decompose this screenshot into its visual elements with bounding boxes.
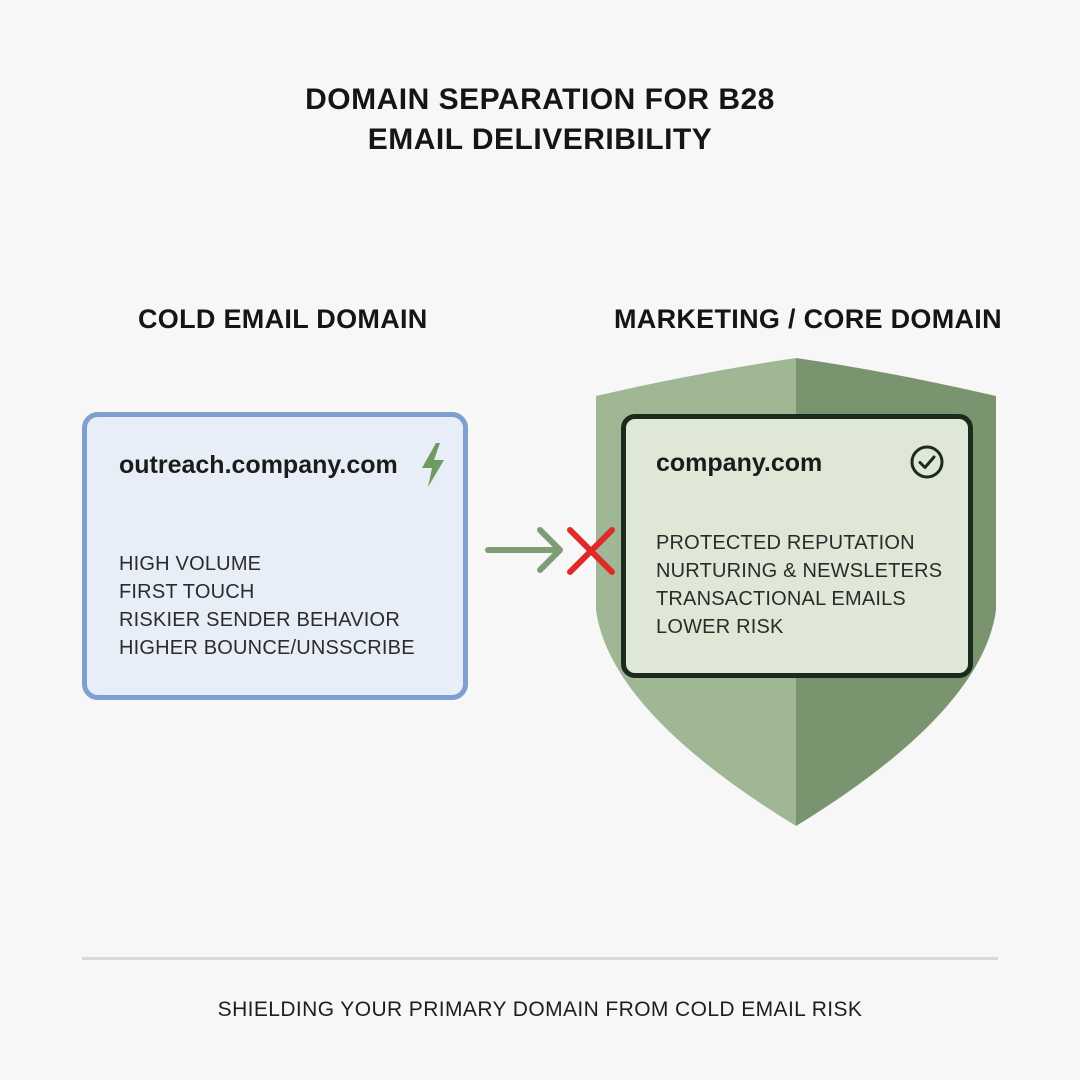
core-domain-traits: PROTECTED REPUTATION NURTURING & NEWSLET… <box>656 529 942 641</box>
list-item: LOWER RISK <box>656 616 784 638</box>
title-line-2: EMAIL DELIVERIBILITY <box>367 123 713 156</box>
cold-domain-name: outreach.company.com <box>119 451 398 479</box>
title-line-1: DOMAIN SEPARATION FOR B28 <box>305 83 775 116</box>
cold-domain-traits: HIGH VOLUME FIRST TOUCH RISKIER SENDER B… <box>119 550 415 662</box>
list-item: NURTURING & NEWSLETERS <box>656 560 943 582</box>
red-x-icon <box>567 527 615 575</box>
page-title: DOMAIN SEPARATION FOR B28 EMAIL DELIVERI… <box>0 80 1080 160</box>
list-item: PROTECTED REPUTATION <box>656 532 915 554</box>
check-circle-icon <box>910 445 944 479</box>
footer-caption: SHIELDING YOUR PRIMARY DOMAIN FROM COLD … <box>217 998 863 1021</box>
list-item: HIGH VOLUME <box>119 553 262 575</box>
list-item: HIGHER BOUNCE/UNSSCRIBE <box>119 637 415 659</box>
core-domain-name: company.com <box>656 449 823 477</box>
list-item: FIRST TOUCH <box>119 581 255 603</box>
core-domain-heading: MARKETING / CORE DOMAIN <box>614 304 1002 334</box>
lightning-bolt-icon <box>422 443 444 487</box>
arrow-right-icon <box>485 527 563 573</box>
footer-divider <box>82 957 998 960</box>
list-item: RISKIER SENDER BEHAVIOR <box>119 609 400 631</box>
cold-domain-heading: COLD EMAIL DOMAIN <box>138 304 428 334</box>
list-item: TRANSACTIONAL EMAILS <box>656 588 906 610</box>
core-domain-card: company.com PROTECTED REPUTATION NURTURI… <box>621 414 973 678</box>
blocked-connector <box>485 527 615 575</box>
cold-domain-card: outreach.company.com HIGH VOLUME FIRST T… <box>82 412 468 700</box>
